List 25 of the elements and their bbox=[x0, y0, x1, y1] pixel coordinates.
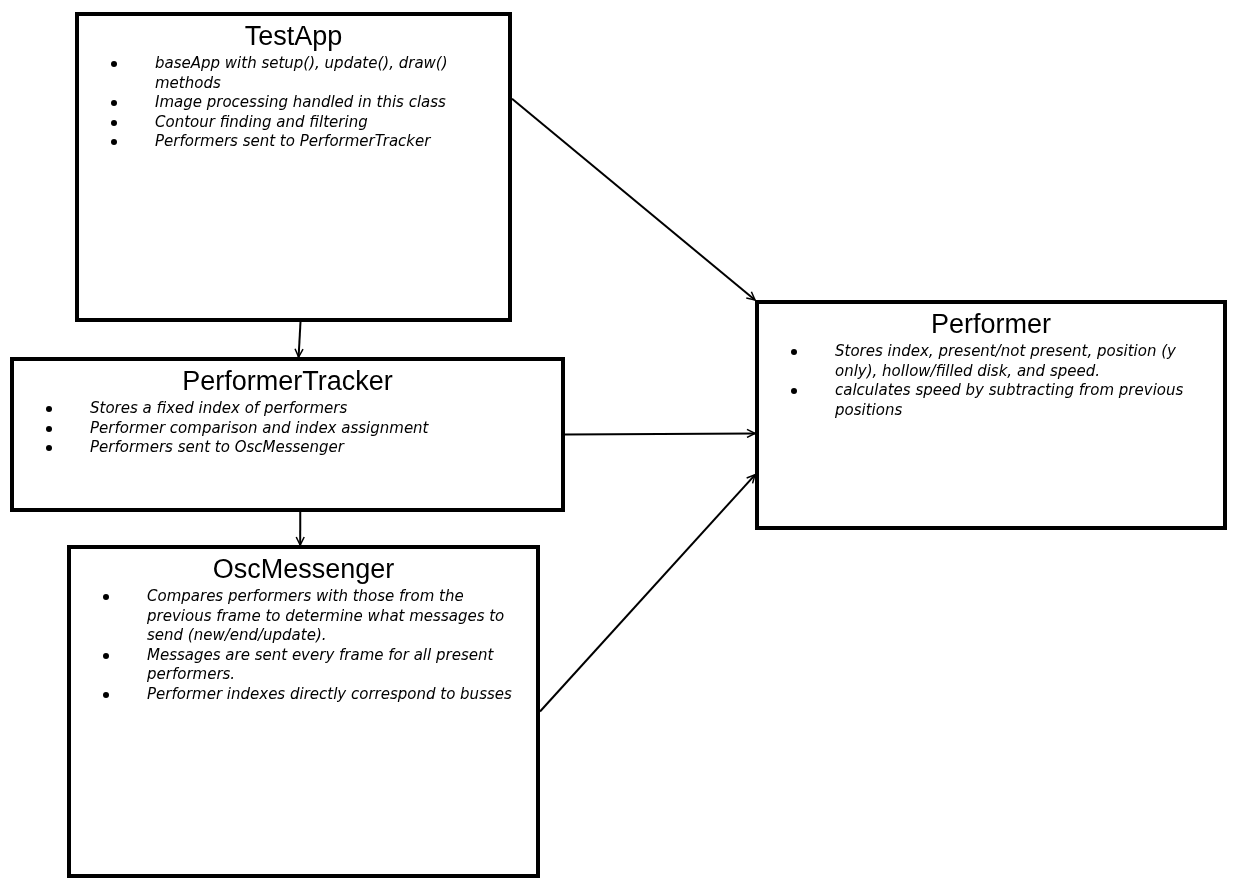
bullet-text: baseApp with setup(), update(), draw() methods bbox=[141, 54, 498, 94]
bullet-text: Performer indexes directly correspond to busses bbox=[133, 684, 526, 705]
bullet-text: calculates speed by subtracting from previous positions bbox=[821, 381, 1213, 421]
class-name: OscMessenger bbox=[211, 553, 396, 586]
bullet-text: Contour finding and filtering bbox=[141, 112, 498, 133]
class-box bbox=[755, 300, 1227, 530]
bullet-text: Performers sent to OscMessenger bbox=[76, 438, 551, 458]
bullet-text: Performers sent to PerformerTracker bbox=[141, 132, 498, 152]
bullet-text: Performer comparison and index assignment bbox=[76, 418, 551, 439]
arrow bbox=[294, 321, 304, 358]
class-box bbox=[75, 12, 512, 322]
class-name: PerformerTracker bbox=[181, 365, 394, 398]
bullet-text: Stores index, present/not present, position (y only), hollow/filled disk, and speed. bbox=[821, 342, 1213, 382]
class-box bbox=[67, 545, 540, 878]
class-name: TestApp bbox=[243, 20, 344, 53]
class-name: Performer bbox=[930, 308, 1052, 341]
class-box bbox=[10, 357, 565, 512]
bullet-text: Image processing handled in this class bbox=[141, 93, 498, 113]
arrow bbox=[511, 97, 756, 301]
arrow bbox=[295, 511, 305, 546]
bullet-text: Stores a fixed index of performers bbox=[76, 399, 551, 419]
bullet-text: Compares performers with those from the previous frame to determine what messages to send (new/end/update). bbox=[133, 587, 526, 646]
arrow bbox=[564, 428, 756, 439]
arrow bbox=[539, 473, 756, 713]
bullet-text: Messages are sent every frame for all present performers. bbox=[133, 645, 526, 685]
